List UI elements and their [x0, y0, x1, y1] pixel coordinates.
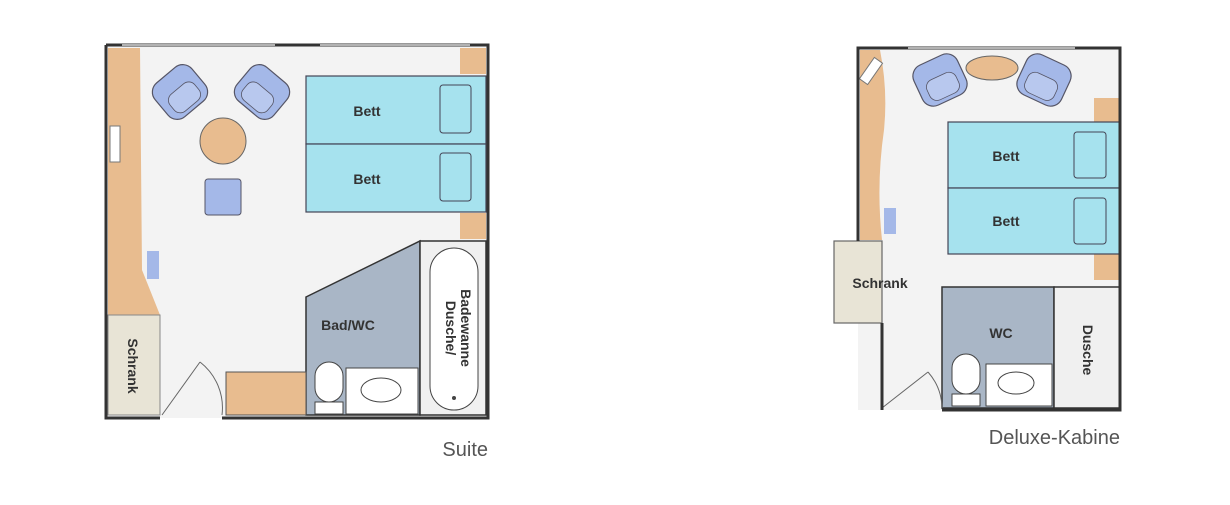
suite-armchair-left — [151, 64, 209, 120]
suite-wardrobe — [107, 314, 161, 416]
suite-toilet — [314, 361, 344, 415]
suite-sink — [345, 367, 419, 415]
deluxe-side-table-blue — [884, 208, 896, 234]
deluxe-sink — [985, 363, 1053, 407]
suite-wall-lamp — [109, 125, 121, 163]
deluxe-floor-plan: Schrank Bett Bett WC — [833, 46, 1122, 449]
deluxe-bed-2-label: Bett — [992, 213, 1020, 229]
suite-wardrobe-label: Schrank — [125, 338, 141, 393]
suite-desk — [225, 371, 307, 416]
deluxe-shower-label: Dusche — [1080, 325, 1096, 376]
suite-bathtub-basin — [429, 247, 479, 411]
deluxe-bed-1-pillow — [1073, 131, 1107, 179]
suite-bed-1-label: Bett — [353, 103, 381, 119]
suite-bed-2: Bett — [305, 143, 487, 213]
suite-shower-label-line1: Dusche/ — [443, 301, 459, 356]
suite-side-cabinet — [108, 48, 160, 315]
suite-walls — [104, 43, 490, 420]
suite-caption: Suite — [442, 439, 488, 461]
deluxe-nightstand-top — [1094, 98, 1120, 122]
suite-bed-2-label: Bett — [353, 171, 381, 187]
deluxe-side-cabinet — [860, 50, 886, 240]
deluxe-toilet — [951, 353, 981, 407]
deluxe-bed-1-label: Bett — [992, 148, 1020, 164]
deluxe-armchair-left — [912, 53, 968, 107]
suite-bed-1-pillow — [439, 84, 472, 134]
deluxe-wardrobe-label: Schrank — [852, 275, 907, 291]
deluxe-armchair-right — [1016, 53, 1072, 107]
suite-bed-2-pillow — [439, 152, 472, 202]
deluxe-oval-table — [965, 55, 1019, 81]
suite-side-table-blue — [147, 251, 159, 279]
suite-nightstand-top — [460, 48, 486, 74]
suite-door-swing — [161, 361, 223, 416]
suite-stool — [204, 178, 242, 216]
deluxe-shower — [1053, 286, 1121, 409]
deluxe-bed-2: Bett — [947, 187, 1121, 255]
deluxe-bed-2-pillow — [1073, 197, 1107, 245]
deluxe-caption: Deluxe-Kabine — [989, 427, 1120, 449]
deluxe-bed-1: Bett — [947, 121, 1121, 189]
suite-nightstand-bottom — [460, 213, 486, 239]
suite-bathroom-label: Bad/WC — [321, 317, 375, 333]
suite-round-table — [199, 117, 247, 165]
deluxe-door-swing — [881, 371, 943, 409]
deluxe-wall-lamp — [858, 56, 884, 86]
deluxe-wardrobe — [833, 240, 883, 324]
suite-bathtub-drain — [452, 396, 456, 400]
deluxe-nightstand-bottom — [1094, 254, 1120, 280]
suite-floor-plan: Schrank Bett Bett Bad/WC — [104, 43, 490, 461]
deluxe-walls — [856, 46, 1122, 412]
suite-shower-label-line2: Badewanne — [458, 289, 474, 367]
deluxe-wc-label: WC — [989, 325, 1012, 341]
suite-bed-1: Bett — [305, 75, 487, 145]
suite-armchair-right — [233, 64, 291, 120]
